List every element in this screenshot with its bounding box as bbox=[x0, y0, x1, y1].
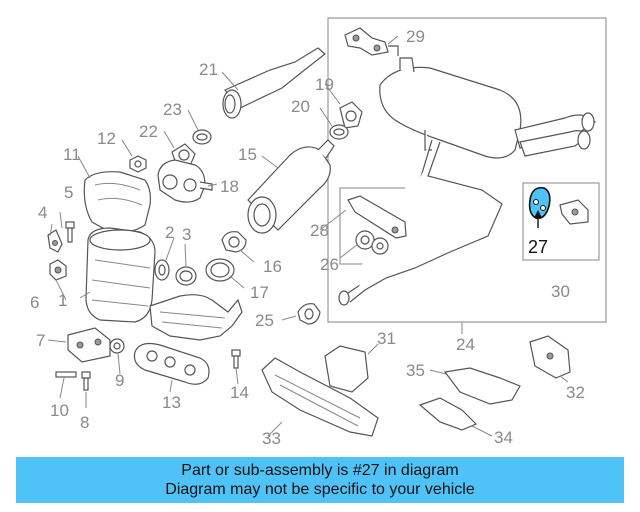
bolt-8 bbox=[81, 371, 91, 391]
part-label-1: 1 bbox=[58, 291, 67, 310]
part-label-23: 23 bbox=[163, 100, 182, 119]
front-pipe-21 bbox=[222, 47, 326, 119]
part-label-21: 21 bbox=[199, 60, 218, 79]
heat-shield-34 bbox=[418, 397, 478, 431]
part-label-5: 5 bbox=[64, 183, 73, 202]
rubber-hanger-27 bbox=[528, 186, 551, 220]
part-label-29: 29 bbox=[406, 27, 425, 46]
bolt-14 bbox=[231, 349, 241, 369]
heat-shield-31 bbox=[324, 345, 369, 393]
part-label-20: 20 bbox=[291, 97, 310, 116]
gasket-2 bbox=[154, 259, 170, 281]
part-label-2: 2 bbox=[165, 223, 174, 242]
part-label-34: 34 bbox=[494, 428, 513, 447]
part-label-22: 22 bbox=[139, 122, 158, 141]
heat-shield-11 bbox=[83, 171, 152, 234]
part-label-14: 14 bbox=[230, 383, 249, 402]
clamp-3 bbox=[175, 266, 197, 286]
part-label-35: 35 bbox=[406, 361, 425, 380]
part-label-33: 33 bbox=[262, 429, 281, 448]
info-banner: Part or sub-assembly is #27 in diagram D… bbox=[16, 457, 624, 503]
bracket-7 bbox=[67, 327, 111, 363]
flange-19 bbox=[339, 101, 363, 129]
part-label-12: 12 bbox=[97, 129, 116, 148]
part-label-10: 10 bbox=[50, 401, 69, 420]
part-label-31: 31 bbox=[377, 329, 396, 348]
gasket-17 bbox=[205, 258, 235, 282]
gasket-23 bbox=[192, 129, 212, 145]
hanger-bracket-29 bbox=[344, 27, 399, 56]
part-label-7: 7 bbox=[36, 331, 45, 350]
bolt-5 bbox=[65, 221, 75, 243]
part-label-30: 30 bbox=[551, 282, 570, 301]
gasket-13 bbox=[133, 342, 210, 385]
part-label-24: 24 bbox=[456, 335, 475, 354]
clamp-28 bbox=[347, 195, 407, 239]
part-label-19: 19 bbox=[315, 75, 334, 94]
hanger-bracket-30 bbox=[559, 199, 589, 225]
clamp-ring-26 bbox=[355, 230, 389, 255]
part-label-16: 16 bbox=[263, 257, 282, 276]
part-label-25: 25 bbox=[255, 311, 274, 330]
parts-diagram: 29 21 19 20 23 22 12 15 11 18 5 4 28 2 3… bbox=[30, 17, 607, 448]
part-label-6: 6 bbox=[30, 293, 39, 312]
washer-9 bbox=[109, 338, 125, 354]
clamp-25 bbox=[297, 303, 321, 325]
bracket-4 bbox=[47, 229, 63, 253]
part-label-9: 9 bbox=[115, 371, 124, 390]
part-label-3: 3 bbox=[182, 225, 191, 244]
catalytic-converter-15 bbox=[247, 139, 335, 234]
part-label-4: 4 bbox=[38, 203, 47, 222]
part-label-13: 13 bbox=[162, 393, 181, 412]
part-label-8: 8 bbox=[80, 413, 89, 432]
heat-shield-35 bbox=[443, 367, 521, 405]
bracket-32 bbox=[529, 335, 571, 379]
heat-shield-33 bbox=[261, 357, 379, 437]
part-label-27: 27 bbox=[528, 237, 548, 257]
hanger-frame-30 bbox=[522, 182, 600, 261]
gasket-20 bbox=[329, 124, 349, 140]
part-label-26: 26 bbox=[320, 255, 339, 274]
clamp-16 bbox=[221, 231, 247, 253]
part-label-17: 17 bbox=[250, 283, 269, 302]
part-label-32: 32 bbox=[566, 383, 585, 402]
pipe-24 bbox=[338, 139, 503, 306]
banner-line-2: Diagram may not be specific to your vehi… bbox=[165, 481, 475, 498]
nut-12 bbox=[129, 155, 147, 173]
part-label-28: 28 bbox=[310, 221, 329, 240]
throttle-18 bbox=[157, 159, 213, 203]
leader-lines bbox=[47, 35, 569, 437]
part-label-11: 11 bbox=[63, 145, 81, 164]
part-label-15: 15 bbox=[238, 145, 257, 164]
mount-6 bbox=[49, 259, 67, 281]
exhaust-manifold bbox=[149, 294, 243, 341]
banner-line-1: Part or sub-assembly is #27 in diagram bbox=[181, 462, 459, 479]
rear-muffler bbox=[379, 57, 597, 159]
manifold-converter-1 bbox=[85, 227, 156, 323]
muffler-assembly-frame bbox=[327, 17, 607, 323]
part-label-18: 18 bbox=[220, 177, 239, 196]
stud-10 bbox=[55, 371, 77, 378]
